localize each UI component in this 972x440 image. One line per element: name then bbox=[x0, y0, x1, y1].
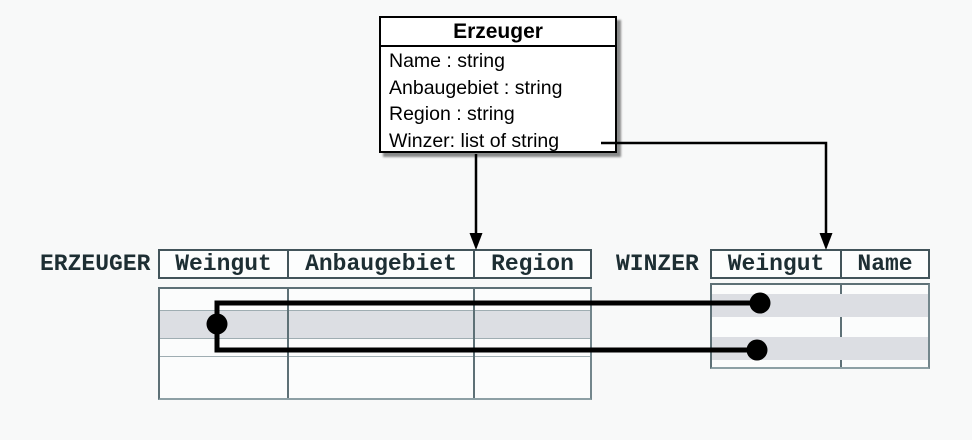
column-grid-line bbox=[473, 289, 475, 398]
erzeuger-highlighted-row bbox=[160, 310, 590, 338]
erzeuger-table-body bbox=[158, 287, 592, 400]
erzeuger-column-anbaugebiet: Anbaugebiet bbox=[287, 251, 473, 277]
winzer-highlighted-row-2 bbox=[712, 337, 928, 360]
row-grid-line bbox=[160, 356, 590, 357]
arrow-down-icon bbox=[819, 233, 833, 250]
class-attribute-anbaugebiet: Anbaugebiet : string bbox=[389, 76, 563, 99]
winzer-highlighted-row-1 bbox=[712, 294, 928, 317]
winzer-table-body bbox=[710, 283, 930, 369]
winzer-attribute-connector-line bbox=[601, 141, 828, 234]
erzeuger-column-region: Region bbox=[473, 251, 590, 277]
erzeuger-column-weingut: Weingut bbox=[175, 251, 272, 277]
table-name-winzer: WINZER bbox=[616, 251, 699, 277]
class-attribute-winzer: Winzer: list of string bbox=[389, 129, 560, 152]
row-grid-line bbox=[160, 338, 590, 339]
class-attribute-name: Name : string bbox=[389, 50, 505, 72]
arrow-down-icon bbox=[469, 233, 483, 250]
row-grid-line bbox=[160, 310, 590, 311]
column-grid-line bbox=[287, 289, 289, 398]
erzeuger-header-row: Weingut Anbaugebiet Region bbox=[158, 249, 592, 279]
winzer-header-row: Weingut Name bbox=[710, 249, 930, 279]
class-title: Erzeuger bbox=[381, 18, 615, 47]
winzer-column-name: Name bbox=[840, 251, 928, 277]
table-name-erzeuger: ERZEUGER bbox=[40, 251, 151, 277]
class-attribute-list: Name : string Anbaugebiet : string Regio… bbox=[381, 47, 615, 154]
winzer-column-weingut: Weingut bbox=[727, 251, 825, 277]
column-grid-line bbox=[840, 285, 842, 367]
uml-class-box-erzeuger: Erzeuger Name : string Anbaugebiet : str… bbox=[379, 16, 617, 153]
class-attribute-region: Region : string bbox=[389, 103, 515, 125]
